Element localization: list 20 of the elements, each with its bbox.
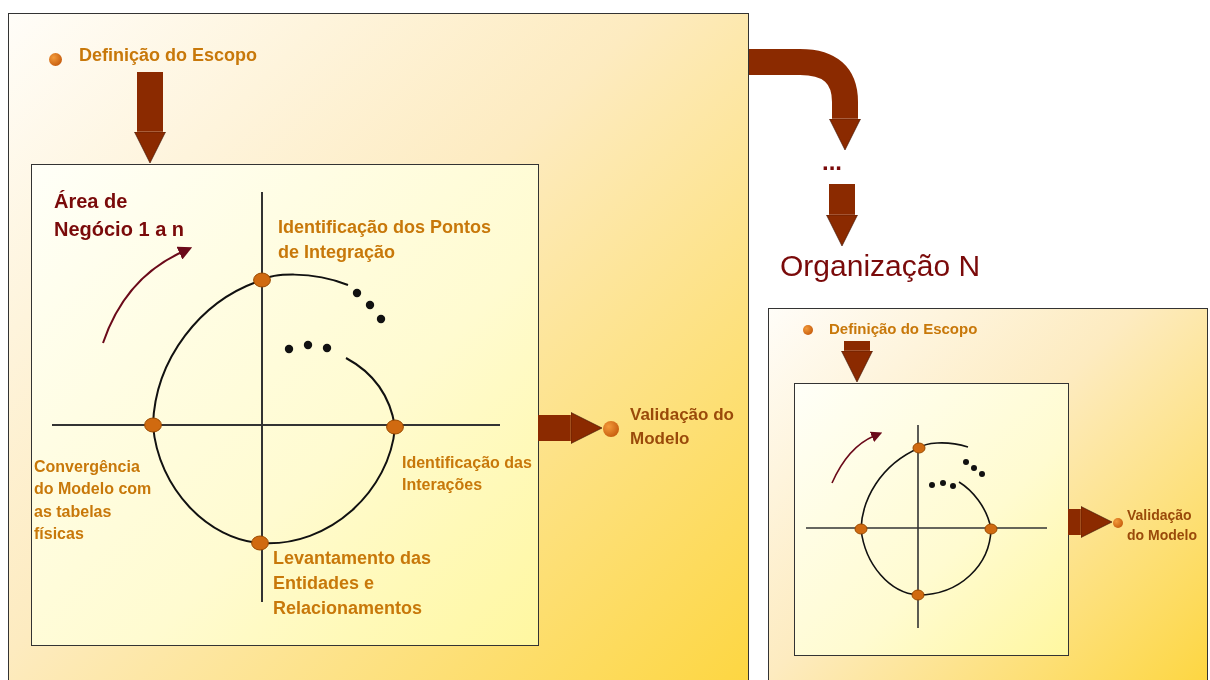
cycle-panel — [31, 164, 539, 646]
block-arrow — [134, 72, 166, 164]
process-panel — [8, 13, 749, 680]
panel-title: Área de Negócio 1 a n — [54, 189, 186, 242]
block-arrow — [1068, 506, 1113, 538]
step-label: Definição do Escopo — [829, 319, 979, 339]
block-arrow — [826, 184, 858, 247]
heading-text: Organização N — [780, 246, 1000, 290]
step-label: Identificação das Interações — [402, 452, 547, 508]
block-arrow — [841, 341, 873, 383]
step-label: Identificação dos Pontos de Integração — [278, 215, 493, 271]
process-panel — [768, 308, 1208, 680]
block-arrow — [538, 412, 603, 444]
step-label: Definição do Escopo — [79, 44, 259, 67]
step-label: Levantamento das Entidades e Relacionamentos — [273, 546, 483, 628]
step-label: Convergência do Modelo com as tabelas físicas — [34, 456, 152, 564]
cycle-panel — [794, 383, 1069, 656]
ellipsis-text: ... — [822, 150, 862, 184]
step-label: Validação do Modelo — [630, 404, 735, 450]
step-label: Validação do Modelo — [1127, 506, 1198, 545]
